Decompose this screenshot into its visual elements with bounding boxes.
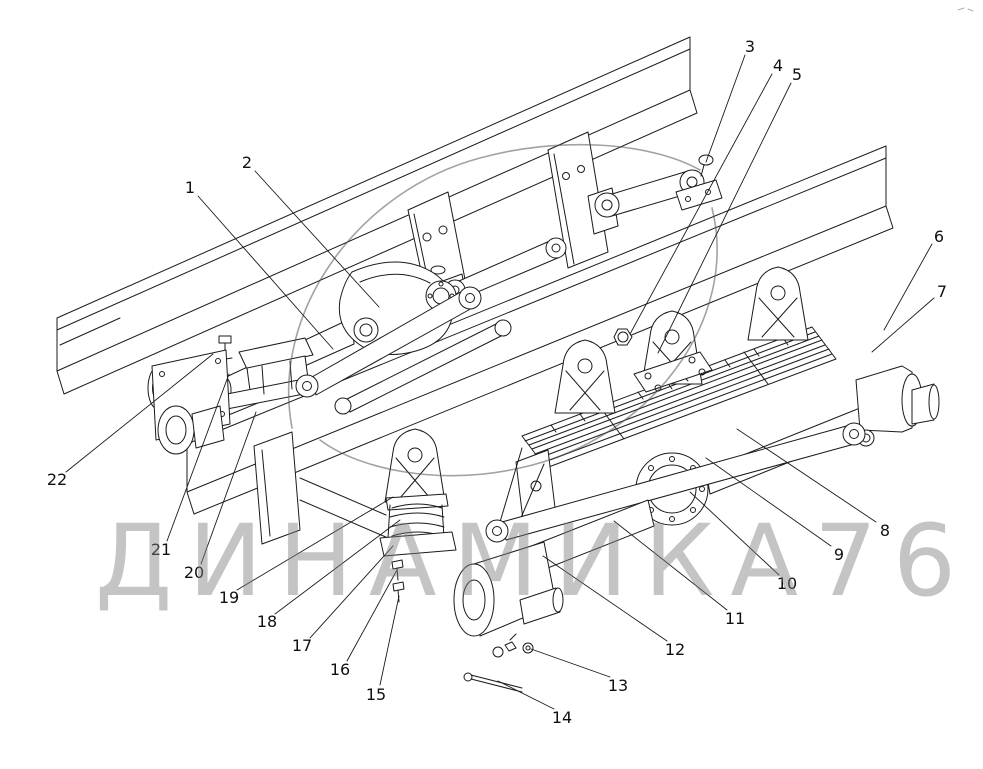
leader-line-7 xyxy=(871,297,935,353)
leader-line-6 xyxy=(883,243,933,331)
leader-line-4 xyxy=(629,73,773,335)
stud-nut xyxy=(613,328,633,346)
callout-label-17: 17 xyxy=(292,636,312,655)
rear-leaf-spring-pack xyxy=(499,326,837,535)
callout-label-3: 3 xyxy=(745,37,755,56)
callout-label-15: 15 xyxy=(366,685,386,704)
torque-rod-middle-axle xyxy=(295,286,512,415)
cotter-pin xyxy=(463,672,523,693)
callout-labels: 1 2 3 4 5 6 7 8 9 10 11 12 13 14 15 16 1… xyxy=(47,37,947,727)
leader-line-15 xyxy=(379,595,400,686)
callout-label-5: 5 xyxy=(792,65,802,84)
leader-line-3 xyxy=(705,54,746,163)
hub-face xyxy=(453,563,495,637)
callout-label-8: 8 xyxy=(880,521,890,540)
callout-label-19: 19 xyxy=(219,588,239,607)
spring-clip xyxy=(743,351,769,385)
leader-line-14 xyxy=(497,680,555,710)
callout-label-13: 13 xyxy=(608,676,628,695)
corner-artifact xyxy=(957,7,974,12)
callout-label-7: 7 xyxy=(937,282,947,301)
callout-label-11: 11 xyxy=(725,609,745,628)
buffer-bracket xyxy=(384,428,446,503)
callout-label-1: 1 xyxy=(185,178,195,197)
callout-label-21: 21 xyxy=(151,540,171,559)
callout-label-22: 22 xyxy=(47,470,67,489)
leader-line-19 xyxy=(236,496,394,591)
leader-line-22 xyxy=(65,353,214,473)
leader-line-13 xyxy=(530,648,611,678)
leader-line-1 xyxy=(197,195,334,350)
frame-crossmember-rear xyxy=(547,131,609,269)
callout-label-9: 9 xyxy=(834,545,844,564)
leader-line-12 xyxy=(542,555,668,642)
breather-plug xyxy=(698,154,714,166)
callout-label-12: 12 xyxy=(665,640,685,659)
callout-label-16: 16 xyxy=(330,660,350,679)
buffer-bolt-lower xyxy=(392,581,405,603)
leader-line-18 xyxy=(274,519,401,615)
leader-line-2 xyxy=(254,170,380,308)
callout-label-2: 2 xyxy=(242,153,252,172)
leader-line-17 xyxy=(309,545,394,639)
callout-label-20: 20 xyxy=(184,563,204,582)
front-hanger-bracket-left xyxy=(151,349,231,455)
leader-line-16 xyxy=(346,569,398,662)
tower-bracket-c xyxy=(747,266,809,341)
leader-line-5 xyxy=(657,82,792,354)
grease-fitting xyxy=(492,646,504,658)
leader-line-11 xyxy=(613,520,728,611)
leader-line-10 xyxy=(689,491,780,576)
callout-label-4: 4 xyxy=(773,56,783,75)
callout-label-6: 6 xyxy=(934,227,944,246)
grease-fitting xyxy=(522,642,534,654)
leader-line-20 xyxy=(200,411,257,565)
callout-label-10: 10 xyxy=(777,574,797,593)
callout-label-18: 18 xyxy=(257,612,277,631)
callout-label-14: 14 xyxy=(552,708,572,727)
leader-line-8 xyxy=(736,428,877,523)
torque-rod-rear-axle xyxy=(485,422,866,543)
rubber-buffer-assembly xyxy=(379,428,457,603)
bogie-front-axle xyxy=(453,499,655,693)
tower-bracket-a xyxy=(554,339,616,414)
leader-line-21 xyxy=(166,373,230,542)
callout-leader-lines xyxy=(65,54,935,710)
watermark-swoosh xyxy=(287,143,718,477)
bogie-hanger-channel xyxy=(253,431,389,545)
leader-line-9 xyxy=(705,457,832,547)
